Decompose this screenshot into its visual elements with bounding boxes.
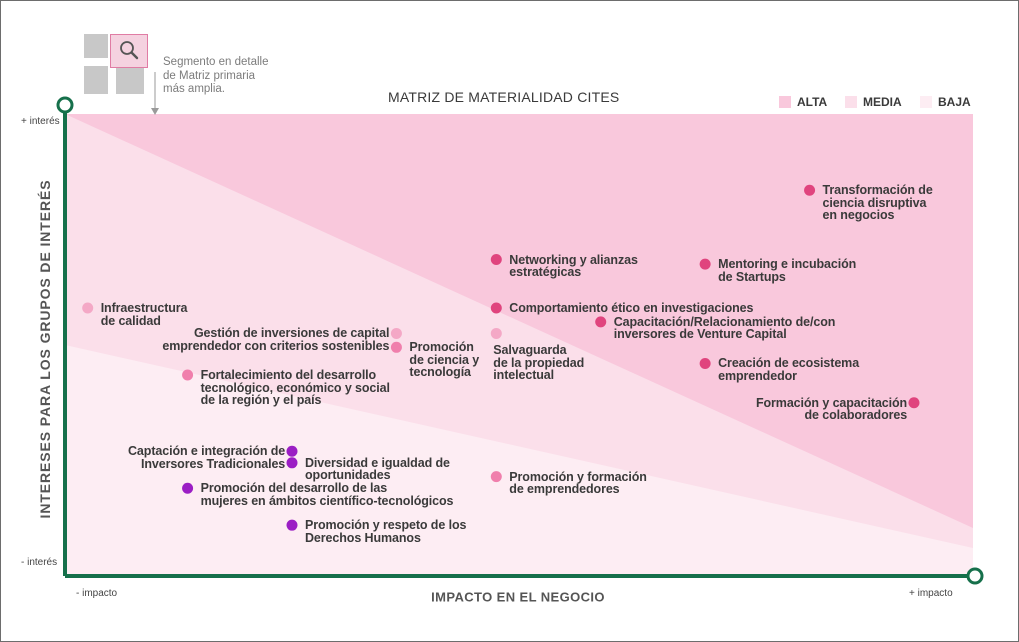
point-label-line: en negocios	[822, 208, 895, 223]
chart-title: MATRIZ DE MATERIALIDAD CITES	[388, 89, 620, 105]
segment-note-line: Segmento en detalle	[163, 56, 269, 68]
legend-media: MEDIA	[845, 95, 902, 109]
point-label-line: estratégicas	[509, 265, 582, 280]
legend-baja-swatch	[920, 96, 932, 108]
point-label-line: inversores de Venture Capital	[613, 327, 787, 342]
point-label-line: de la región y el país	[200, 393, 322, 408]
point-label-line: mujeres en ámbitos científico-tecnológic…	[200, 493, 454, 508]
legend-media-label: MEDIA	[863, 95, 902, 109]
point-label-line: Promoción	[409, 340, 474, 355]
point-label-line: Inversores Tradicionales	[140, 456, 286, 471]
data-point	[286, 445, 298, 457]
y-tick-max: + interés	[21, 116, 60, 127]
point-label-line: tecnológico, económico y social	[200, 380, 390, 395]
point-label-line: Creación de ecosistema	[718, 356, 860, 371]
point-label-line: Promoción y respeto de los	[305, 518, 467, 533]
legend-baja-label: BAJA	[938, 95, 971, 109]
point-label-line: Transformación de	[822, 183, 933, 198]
point-label-line: Networking y alianzas	[509, 252, 638, 267]
point-label-line: oportunidades	[305, 468, 391, 483]
point-label-line: tecnología	[409, 365, 471, 380]
segment-pointer-arrow	[151, 108, 159, 115]
legend-alta-swatch	[779, 96, 791, 108]
zone-alta	[65, 114, 973, 528]
x-axis-title: IMPACTO EN EL NEGOCIO	[431, 589, 605, 605]
data-point	[490, 254, 502, 266]
point-label-line: intelectual	[493, 368, 555, 383]
point-label-line: Gestión de inversiones de capital	[193, 326, 390, 341]
segment-magnifier-icon	[84, 34, 148, 98]
point-label: Comportamiento ético en investigaciones	[509, 302, 753, 315]
data-point	[699, 357, 711, 369]
data-point	[699, 258, 711, 270]
data-point	[490, 327, 502, 339]
x-tick-min: - impacto	[76, 588, 118, 599]
point-label-line: Mentoring e incubación	[718, 257, 857, 272]
data-point	[82, 302, 94, 314]
data-point	[286, 457, 298, 469]
segment-note: Segmento en detalle de Matriz primaria m…	[163, 56, 303, 97]
point-label-line: Captación e integración de	[128, 444, 286, 459]
point-label-line: Fortalecimiento del desarrollo	[200, 368, 377, 383]
data-point	[390, 341, 402, 353]
point-label-line: Diversidad e igualdad de	[305, 455, 450, 470]
point-label-line: de ciencia y	[409, 352, 480, 367]
data-point	[490, 302, 502, 314]
segment-note-line: de Matriz primaria	[163, 69, 256, 82]
legend-alta-label: ALTA	[797, 95, 828, 109]
point-label-line: de calidad	[100, 313, 161, 328]
point-label-line: emprendedor	[718, 368, 797, 383]
point-label-line: de colaboradores	[804, 408, 908, 423]
data-point	[595, 316, 607, 328]
x-tick-max: + impacto	[909, 588, 953, 599]
legend-baja: BAJA	[920, 95, 971, 109]
y-axis-title: INTERESES PARA LOS GRUPOS DE INTERÉS	[37, 179, 53, 519]
point-label-line: de la propiedad	[493, 355, 585, 370]
point-label-line: Infraestructura	[100, 301, 188, 316]
data-point	[390, 327, 402, 339]
data-point	[182, 369, 194, 381]
legend-alta: ALTA	[779, 95, 828, 109]
point-label-line: de Startups	[718, 269, 786, 284]
legend-media-swatch	[845, 96, 857, 108]
point-label-line: de emprendedores	[509, 482, 620, 497]
point-label-line: Promoción y formación	[509, 469, 647, 484]
point-label-line: Promoción del desarrollo de las	[200, 481, 388, 496]
point-label-line: Derechos Humanos	[305, 530, 421, 545]
x-axis-end-circle	[966, 567, 984, 585]
point-label-line: emprendedor con criterios sostenibles	[162, 338, 390, 353]
y-tick-min: - interés	[21, 557, 58, 568]
segment-note-line: más amplia.	[163, 83, 225, 95]
data-point	[286, 519, 298, 531]
data-point	[490, 471, 502, 483]
point-label-line: Formación y capacitación	[755, 395, 908, 410]
point-label-line: ciencia disruptiva	[822, 195, 927, 210]
data-point	[182, 482, 194, 494]
point-label-line: Salvaguarda	[493, 343, 567, 358]
y-axis-end-circle	[56, 96, 74, 114]
point-label-line: Capacitación/Relacionamiento de/con	[613, 314, 836, 329]
data-point	[908, 397, 920, 409]
data-point	[804, 184, 816, 196]
point-label-line: Comportamiento ético en investigaciones	[509, 301, 754, 316]
